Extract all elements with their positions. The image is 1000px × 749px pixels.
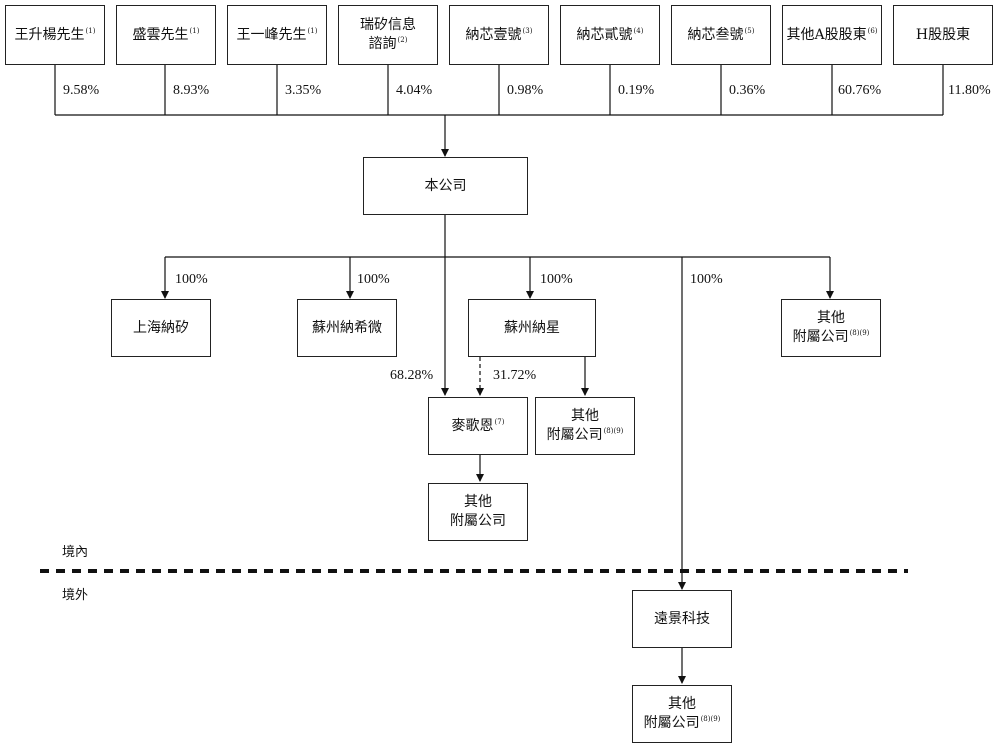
shareholder-box: 納芯叁號(5): [671, 5, 771, 65]
other-subsidiaries-box: 其他 附屬公司: [428, 483, 528, 541]
shareholder-box: 納芯壹號(3): [449, 5, 549, 65]
shareholder-box: 瑞矽信息 諮詢(2): [338, 5, 438, 65]
shareholding-pct: 0.19%: [618, 83, 655, 98]
shareholder-box: 納芯貳號(4): [560, 5, 660, 65]
subsidiary-box-suzhou-nx: 蘇州納星: [468, 299, 596, 357]
subsidiary-pct: 100%: [357, 272, 390, 287]
shareholder-box: 王一峰先生(1): [227, 5, 327, 65]
maigeen-pct-suzhou: 31.72%: [493, 368, 537, 383]
shareholder-box: 王升楊先生(1): [5, 5, 105, 65]
shareholding-pct: 0.36%: [729, 83, 766, 98]
shareholding-pct: 8.93%: [173, 83, 210, 98]
subsidiary-pct: 100%: [690, 272, 723, 287]
yuanjing-box: 遠景科技: [632, 590, 732, 648]
shareholding-pct: 0.98%: [507, 83, 544, 98]
shareholding-pct: 9.58%: [63, 83, 100, 98]
region-domestic-label: 境內: [62, 545, 89, 560]
other-subsidiaries-box: 其他 附屬公司(8)(9): [632, 685, 732, 743]
shareholder-box: 盛雲先生(1): [116, 5, 216, 65]
region-overseas-label: 境外: [62, 588, 89, 603]
subsidiary-box-suzhou-nxw: 蘇州納希微: [297, 299, 397, 357]
maigeen-pct-company: 68.28%: [390, 368, 434, 383]
subsidiary-box-other: 其他 附屬公司(8)(9): [781, 299, 881, 357]
shareholding-pct: 3.35%: [285, 83, 322, 98]
other-subsidiaries-box: 其他 附屬公司(8)(9): [535, 397, 635, 455]
shareholding-pct: 60.76%: [838, 83, 882, 98]
company-box: 本公司: [363, 157, 528, 215]
subsidiary-box-shanghai: 上海納矽: [111, 299, 211, 357]
maigeen-box: 麥歌恩(7): [428, 397, 528, 455]
shareholding-pct: 4.04%: [396, 83, 433, 98]
shareholder-box: 其他A股股東(6): [782, 5, 882, 65]
subsidiary-pct: 100%: [540, 272, 573, 287]
shareholder-box: H股股東: [893, 5, 993, 65]
subsidiary-pct: 100%: [175, 272, 208, 287]
shareholding-pct: 11.80%: [948, 83, 991, 98]
